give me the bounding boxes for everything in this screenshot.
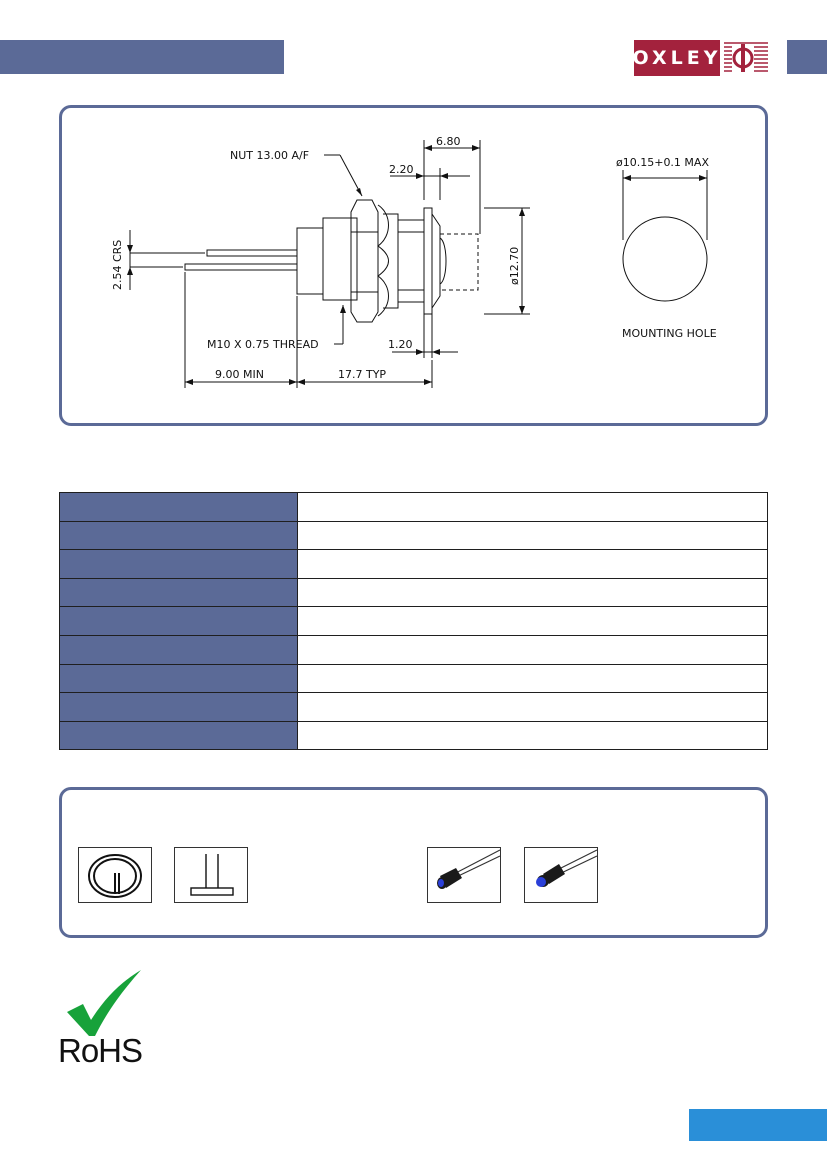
spec-value: [297, 577, 768, 608]
table-row: [59, 720, 768, 751]
spec-value: [297, 663, 768, 694]
spec-label: [59, 634, 298, 665]
crs-label: 2.54 CRS: [111, 240, 124, 290]
hole-dim-label: ø10.15+0.1 MAX: [616, 156, 709, 169]
dia-12-70: ø12.70: [508, 247, 521, 285]
rohs-mark: RoHS: [55, 968, 155, 1072]
nut-label: NUT 13.00 A/F: [230, 149, 309, 162]
page-tab: [689, 1109, 827, 1141]
spec-table: [59, 492, 768, 751]
table-row: [59, 606, 768, 636]
spec-label: [59, 549, 298, 579]
table-row: [59, 520, 768, 551]
table-row: [59, 492, 768, 522]
logo-text: OXLEY: [633, 40, 720, 76]
spec-label: [59, 577, 298, 608]
spec-label: [59, 692, 298, 722]
header-bar-left: [0, 40, 284, 74]
table-row: [59, 549, 768, 579]
spec-label: [59, 520, 298, 551]
spec-label: [59, 492, 298, 522]
thread-label: M10 X 0.75 THREAD: [207, 338, 319, 351]
dim-1-20: 1.20: [388, 338, 413, 351]
spec-value: [297, 549, 768, 579]
lead-upper: [206, 249, 298, 257]
mounting-hole-label: MOUNTING HOLE: [622, 327, 717, 340]
table-row: [59, 692, 768, 722]
options-panel: [59, 787, 768, 938]
dim-6-80: 6.80: [436, 135, 461, 148]
spec-value: [297, 606, 768, 636]
straight-leads-icon: [174, 847, 248, 903]
spec-label: [59, 606, 298, 636]
dim-2-20: 2.20: [389, 163, 414, 176]
led-blue-side-icon: [427, 847, 501, 903]
technical-drawing: NUT 13.00 A/F 6.80 2.20 2.54 CRS ø12.70 …: [111, 135, 717, 388]
table-row: [59, 577, 768, 608]
typ-label: 17.7 TYP: [338, 368, 386, 381]
min-label: 9.00 MIN: [215, 368, 264, 381]
lead-lower: [184, 263, 298, 271]
oxley-mark-icon: [724, 42, 768, 72]
spec-value: [297, 692, 768, 722]
spec-value: [297, 720, 768, 751]
table-row: [59, 634, 768, 665]
drawing-panel: [59, 105, 768, 426]
led-blue-angled-icon: [524, 847, 598, 903]
table-row: [59, 663, 768, 694]
spec-label: [59, 720, 298, 751]
oxley-logo: OXLEY: [633, 40, 770, 76]
rohs-text: RoHS: [58, 1032, 143, 1069]
checkmark-icon: [67, 970, 141, 1036]
coiled-leads-icon: [78, 847, 152, 903]
header-bar-right: [787, 40, 827, 74]
spec-value: [297, 634, 768, 665]
spec-label: [59, 663, 298, 694]
spec-value: [297, 492, 768, 522]
spec-value: [297, 520, 768, 551]
